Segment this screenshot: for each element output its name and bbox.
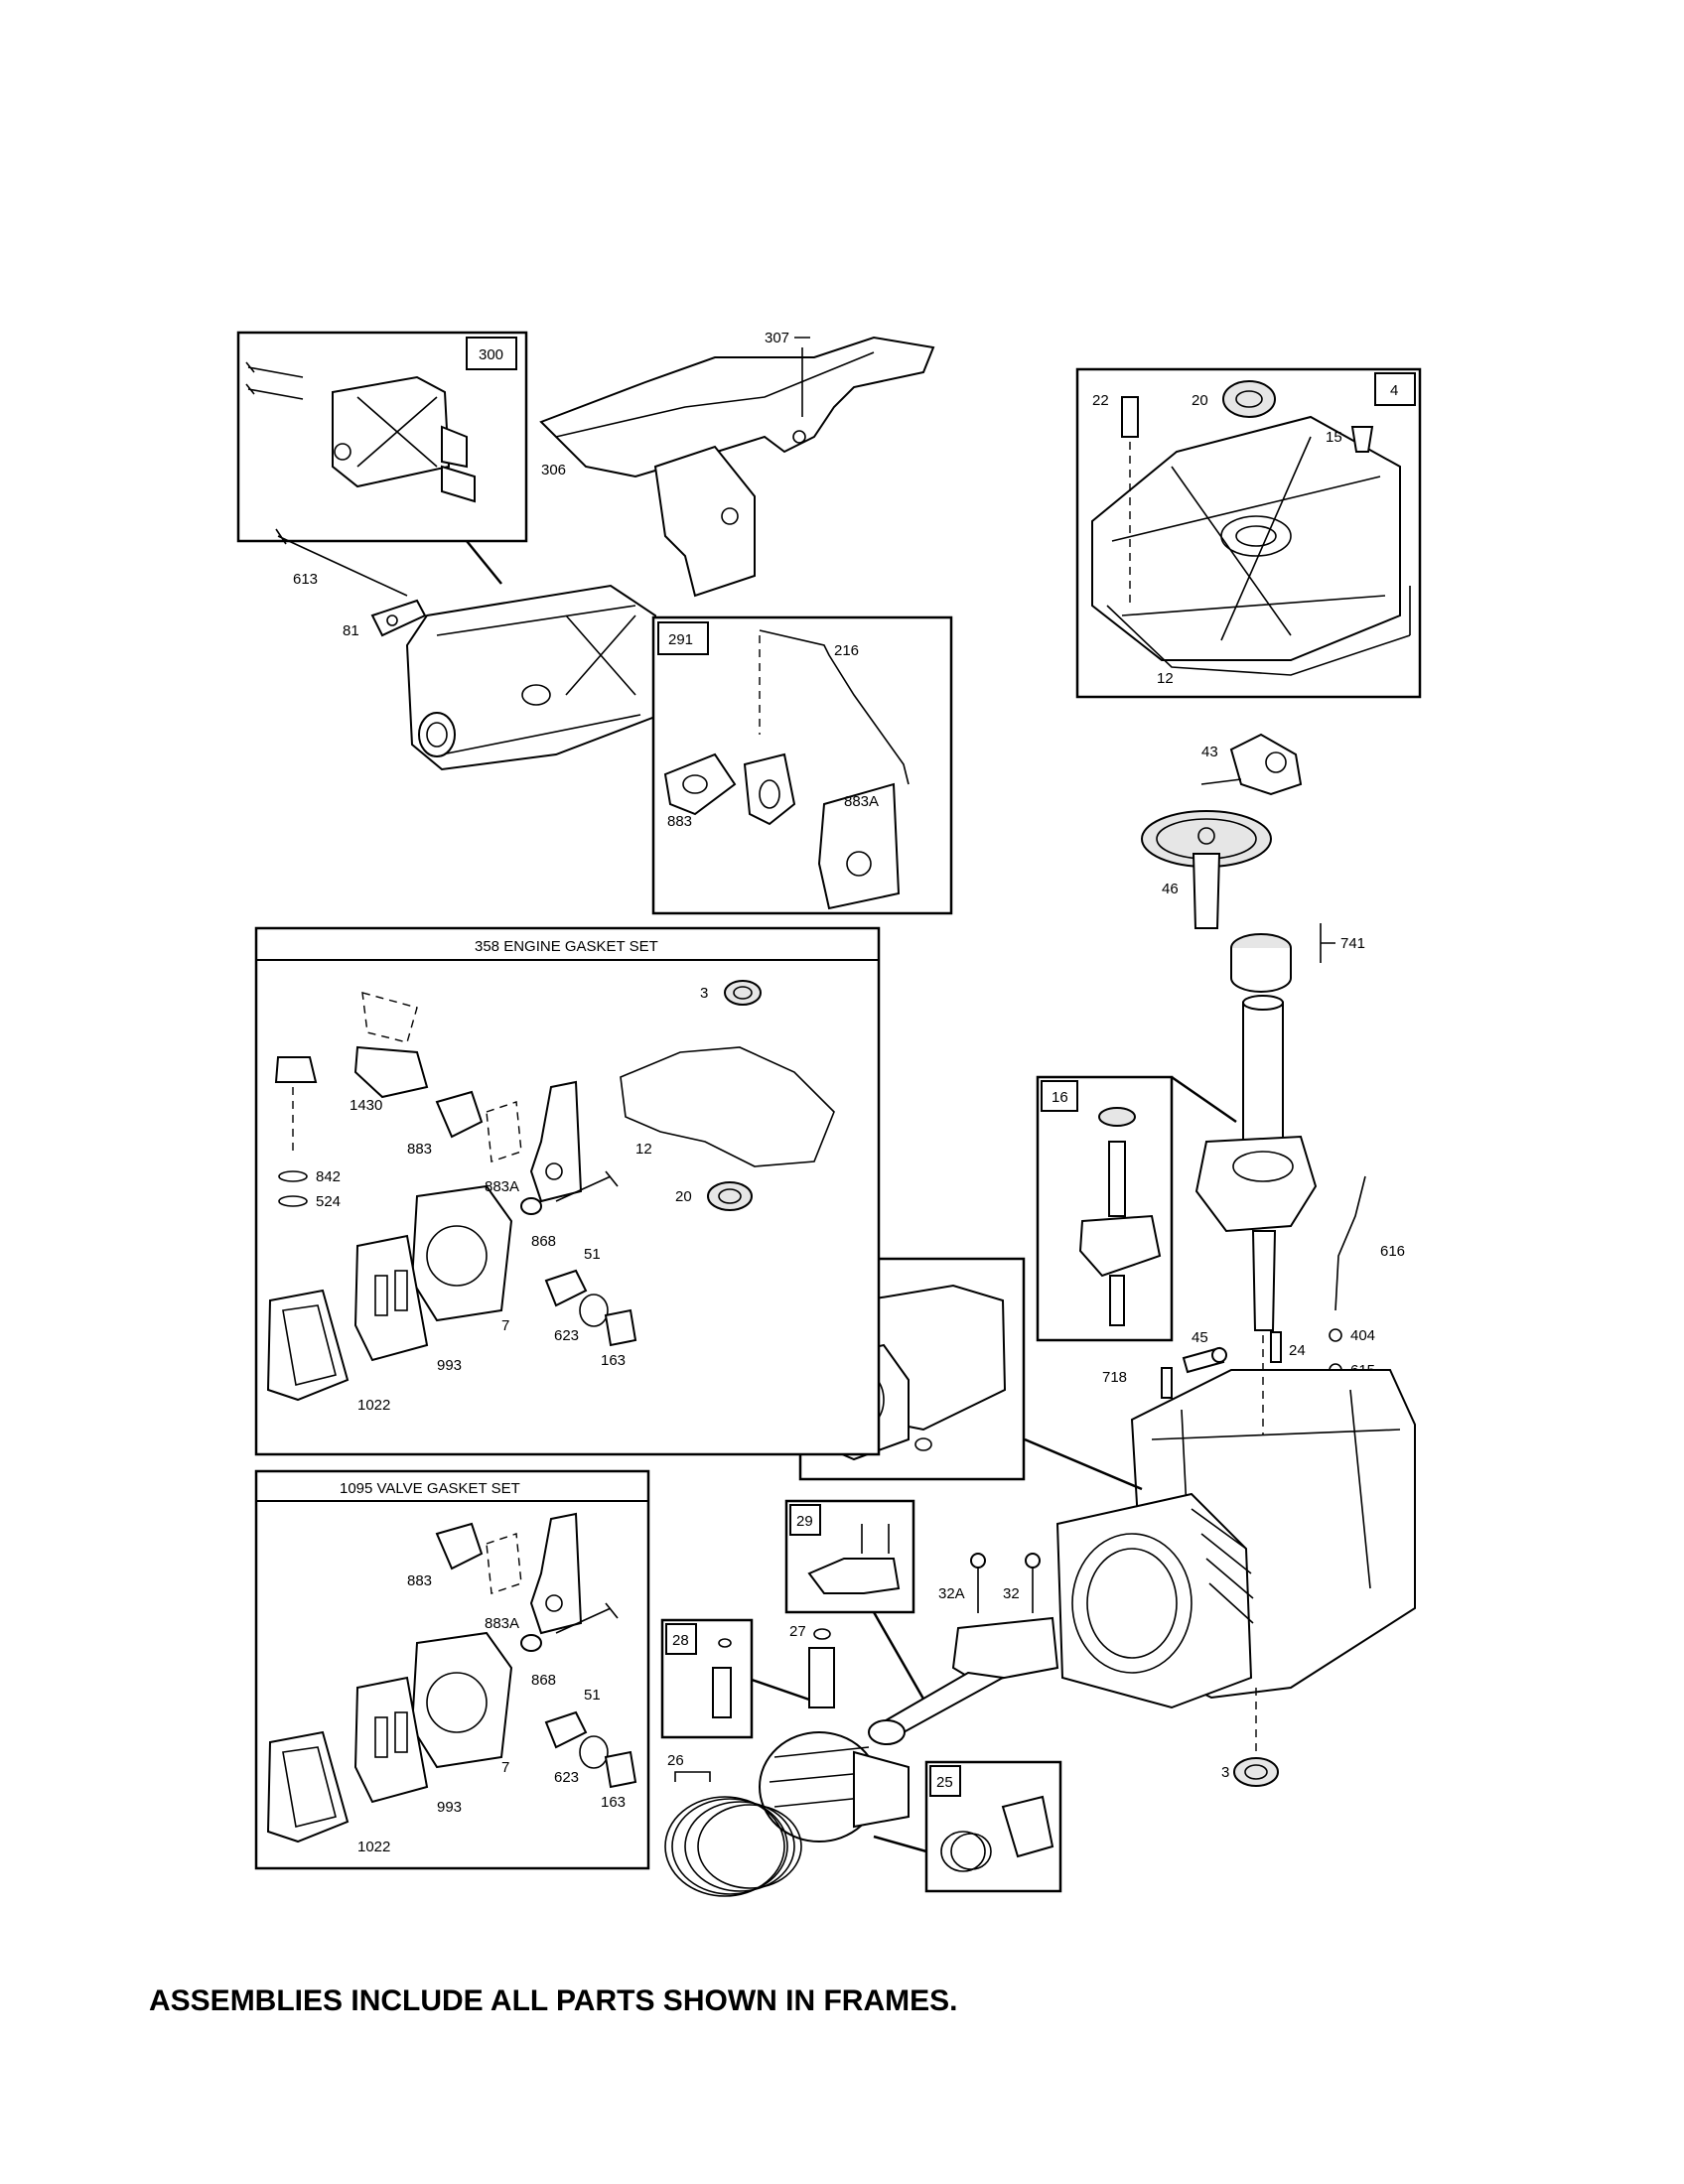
piston-rings-26 (664, 1771, 802, 1897)
callout-12-top: 12 (1157, 670, 1174, 687)
crank-gear-741 (1230, 923, 1335, 993)
clip-27 (813, 1628, 831, 1640)
v-callout-7: 7 (501, 1759, 509, 1776)
callout-15: 15 (1326, 429, 1342, 446)
piston-pin (808, 1647, 835, 1708)
g-callout-163: 163 (601, 1352, 626, 1369)
seal-3-bottom (1233, 1757, 1279, 1787)
frame-16-label: 16 (1052, 1089, 1068, 1106)
dipstick-616 (1329, 1175, 1366, 1377)
callout-883-291: 883 (667, 813, 692, 830)
piston (759, 1731, 910, 1843)
callout-741: 741 (1340, 935, 1365, 952)
valve-gasket-set-title: 1095 VALVE GASKET SET (340, 1480, 520, 1497)
g-callout-51: 51 (584, 1246, 601, 1263)
g-callout-883: 883 (407, 1141, 432, 1158)
callout-718: 718 (1102, 1369, 1127, 1386)
leader-1 (1024, 1437, 1143, 1491)
v-callout-623: 623 (554, 1769, 579, 1786)
valve-gasket-set: 1095 VALVE GASKET SET (254, 1469, 650, 1870)
engine-gasket-set: 358 ENGINE GASKET SET (254, 926, 881, 1456)
callout-46: 46 (1162, 881, 1179, 897)
v-callout-51: 51 (584, 1687, 601, 1704)
cam-gear-46 (1141, 810, 1272, 929)
callout-307: 307 (765, 330, 789, 346)
frame-300: 300 (236, 331, 528, 543)
callout-22: 22 (1092, 392, 1109, 409)
footer-note: ASSEMBLIES INCLUDE ALL PARTS SHOWN IN FR… (149, 1984, 957, 2017)
muffler (275, 528, 662, 771)
g-callout-993: 993 (437, 1357, 462, 1374)
g-callout-1430: 1430 (350, 1097, 382, 1114)
leader-29 (872, 1611, 930, 1708)
engine-gasket-set-title: 358 ENGINE GASKET SET (475, 938, 658, 955)
frame-300-label: 300 (479, 346, 503, 363)
callout-26: 26 (667, 1752, 684, 1769)
crankshaft (1194, 995, 1318, 1331)
callout-306: 306 (541, 462, 566, 478)
callout-32: 32 (1003, 1585, 1020, 1602)
connecting-rod (868, 1553, 1059, 1745)
v-callout-868: 868 (531, 1672, 556, 1689)
callout-20-top: 20 (1192, 392, 1208, 409)
callout-24: 24 (1289, 1342, 1306, 1359)
leader-300 (466, 540, 502, 585)
callout-3-bottom: 3 (1221, 1764, 1229, 1781)
g-callout-623: 623 (554, 1327, 579, 1344)
g-callout-12: 12 (635, 1141, 652, 1158)
callout-27: 27 (789, 1623, 806, 1640)
small-pins (1161, 1331, 1282, 1399)
frame-28: 28 (660, 1618, 754, 1739)
callout-613: 613 (293, 571, 318, 588)
heat-shield-306 (539, 336, 935, 598)
callout-43: 43 (1201, 744, 1218, 760)
frame-29: 29 (784, 1499, 915, 1614)
callout-404: 404 (1350, 1327, 1375, 1344)
g-callout-7: 7 (501, 1317, 509, 1334)
callout-32A: 32A (938, 1585, 965, 1602)
g-callout-842: 842 (316, 1168, 341, 1185)
g-callout-883A: 883A (485, 1178, 519, 1195)
v-callout-883A: 883A (485, 1615, 519, 1632)
callout-883A-291: 883A (844, 793, 879, 810)
g-callout-868: 868 (531, 1233, 556, 1250)
leader-28 (751, 1678, 810, 1702)
frame-25: 25 (924, 1760, 1062, 1893)
governor-assembly-43 (1200, 733, 1303, 796)
v-callout-993: 993 (437, 1799, 462, 1816)
v-callout-163: 163 (601, 1794, 626, 1811)
callout-216: 216 (834, 642, 859, 659)
engine-block (1055, 1369, 1416, 1709)
frame-291-label: 291 (668, 631, 693, 648)
frame-291: 291 (651, 615, 953, 915)
g-callout-3: 3 (700, 985, 708, 1002)
frame-4-label: 4 (1390, 382, 1398, 399)
frame-16: 16 (1036, 1075, 1174, 1342)
leader-16 (1171, 1075, 1237, 1124)
v-callout-883: 883 (407, 1572, 432, 1589)
callout-616: 616 (1380, 1243, 1405, 1260)
g-callout-1022: 1022 (357, 1397, 390, 1414)
callout-45: 45 (1192, 1329, 1208, 1346)
g-callout-20: 20 (675, 1188, 692, 1205)
frame-4: 4 (1075, 367, 1422, 699)
callout-81: 81 (343, 622, 359, 639)
g-callout-524: 524 (316, 1193, 341, 1210)
leader-25 (873, 1835, 927, 1853)
frame-28-label: 28 (672, 1632, 689, 1649)
v-callout-1022: 1022 (357, 1839, 390, 1855)
frame-25-label: 25 (936, 1774, 953, 1791)
frame-29-label: 29 (796, 1513, 813, 1530)
